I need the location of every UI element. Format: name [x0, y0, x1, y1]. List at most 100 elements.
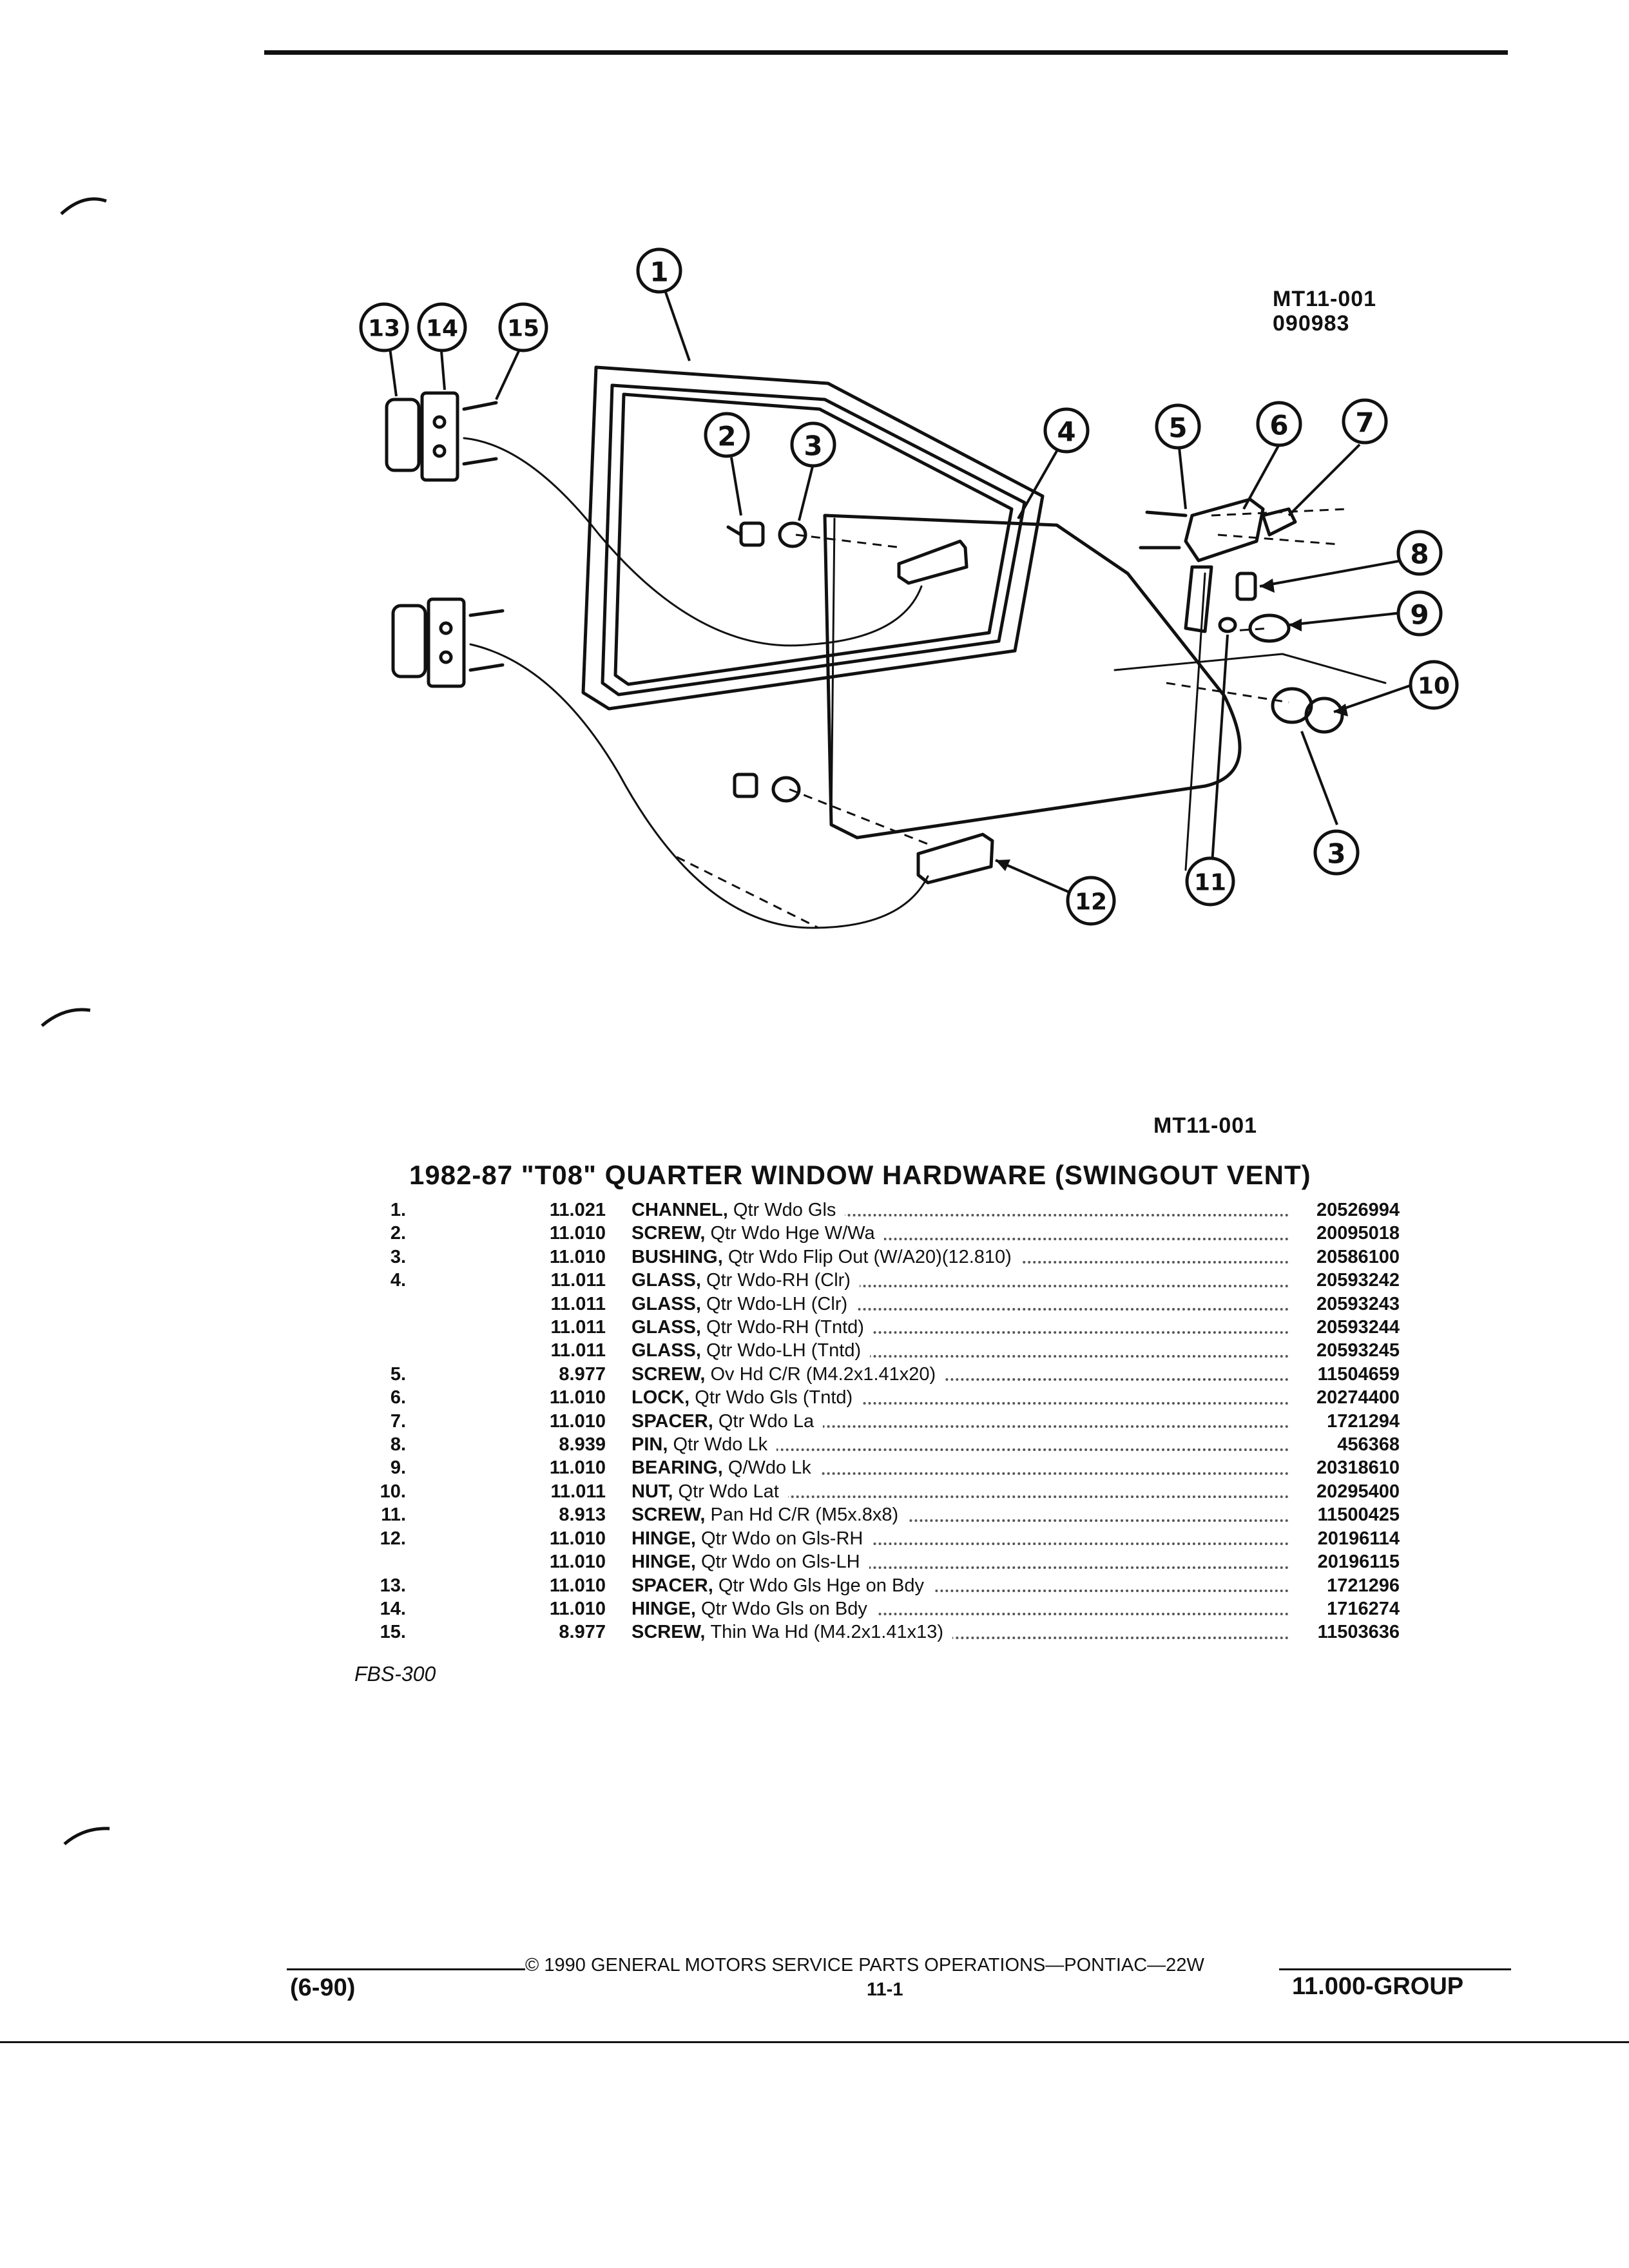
- group-number: 11.011: [550, 1481, 606, 1502]
- part-name: BEARING,: [631, 1457, 723, 1479]
- part-description: GLASS, Qtr Wdo-LH (Tntd): [631, 1339, 1289, 1362]
- group-label: 11.000-GROUP: [1292, 1973, 1464, 2000]
- group-number: 11.011: [550, 1270, 606, 1291]
- binder-marks: [41, 197, 110, 1845]
- callout-6-circle: [1256, 401, 1302, 447]
- description-text: PIN, Qtr Wdo Lk: [631, 1434, 777, 1456]
- part-name: LOCK,: [631, 1387, 690, 1408]
- description-text: GLASS, Qtr Wdo-LH (Clr): [631, 1293, 857, 1314]
- group-number: 11.010: [549, 1598, 606, 1619]
- hinge-on-glass-lower: [916, 832, 994, 885]
- description-text: SCREW, Qtr Wdo Hge W/Wa: [631, 1223, 884, 1244]
- group-number: 11.010: [549, 1387, 606, 1408]
- part-detail: Qtr Wdo Gls (Tntd): [695, 1387, 853, 1408]
- leader-dots: [631, 1354, 1289, 1358]
- item-number: 3.: [390, 1246, 406, 1267]
- part-name: PIN,: [631, 1434, 668, 1456]
- part-detail: Thin Wa Hd (M4.2x1.41x13): [710, 1622, 944, 1643]
- part-detail: Qtr Wdo Gls on Bdy: [700, 1598, 867, 1619]
- group-number: 11.010: [549, 1528, 606, 1549]
- callout-6: 6: [1269, 410, 1288, 441]
- callout-8: 8: [1410, 539, 1429, 570]
- description-text: SCREW, Ov Hd C/R (M4.2x1.41x20): [631, 1363, 945, 1385]
- item-number: 1.: [390, 1200, 406, 1220]
- part-number: 20593245: [1316, 1340, 1400, 1361]
- part-number: 20196115: [1317, 1552, 1400, 1573]
- callout-15: 15: [507, 316, 539, 342]
- part-name: HINGE,: [631, 1598, 696, 1619]
- callout-14: 14: [426, 316, 458, 342]
- part-detail: Qtr Wdo Gls Hge on Bdy: [718, 1575, 924, 1596]
- item-number: 2.: [390, 1223, 406, 1244]
- part-number: 20295400: [1316, 1481, 1400, 1502]
- callout-10: 10: [1418, 673, 1450, 700]
- item-number: 9.: [390, 1457, 406, 1479]
- group-number: 8.913: [559, 1504, 606, 1526]
- group-number: 11.011: [550, 1293, 606, 1314]
- part-detail: Qtr Wdo-LH (Tntd): [706, 1340, 862, 1361]
- part-number: 20586100: [1316, 1246, 1400, 1267]
- group-number: 11.010: [549, 1575, 606, 1596]
- part-description: SPACER, Qtr Wdo La: [631, 1410, 1289, 1433]
- description-text: HINGE, Qtr Wdo Gls on Bdy: [631, 1598, 876, 1619]
- description-text: SCREW, Pan Hd C/R (M5x.8x8): [631, 1504, 908, 1526]
- part-description: SCREW, Pan Hd C/R (M5x.8x8): [631, 1503, 1289, 1526]
- part-number: 20593242: [1316, 1270, 1400, 1291]
- bottom-rule: [0, 2041, 1629, 2043]
- item-number: 12.: [380, 1528, 406, 1549]
- description-text: SPACER, Qtr Wdo La: [631, 1410, 824, 1432]
- part-number: 1721296: [1327, 1575, 1400, 1596]
- footer-rule-left: [287, 1968, 525, 1970]
- part-name: SCREW,: [631, 1504, 706, 1526]
- leader-dots: [631, 1378, 1289, 1381]
- part-detail: Q/Wdo Lk: [728, 1457, 811, 1479]
- item-number: 7.: [390, 1410, 406, 1432]
- callout-12: 12: [1075, 889, 1107, 916]
- callout-2-circle: [704, 412, 750, 458]
- footer-rule-right: [1279, 1968, 1511, 1970]
- part-number: 456368: [1337, 1434, 1400, 1456]
- part-number: 1716274: [1327, 1598, 1400, 1619]
- item-number: 11.: [381, 1504, 406, 1526]
- part-description: GLASS, Qtr Wdo-LH (Clr): [631, 1293, 1289, 1316]
- part-number: 20526994: [1316, 1200, 1400, 1220]
- callout-7-circle: [1342, 398, 1388, 445]
- description-text: SPACER, Qtr Wdo Gls Hge on Bdy: [631, 1575, 933, 1596]
- part-description: BEARING, Q/Wdo Lk: [631, 1456, 1289, 1479]
- part-detail: Qtr Wdo La: [718, 1410, 815, 1432]
- copyright-line: © 1990 GENERAL MOTORS SERVICE PARTS OPER…: [525, 1955, 1204, 1975]
- part-name: GLASS,: [631, 1293, 701, 1314]
- callout-3: 3: [804, 430, 822, 462]
- description-text: NUT, Qtr Wdo Lat: [631, 1481, 788, 1502]
- group-number: 8.939: [559, 1434, 606, 1456]
- part-detail: Qtr Wdo Flip Out (W/A20)(12.810): [728, 1246, 1012, 1267]
- part-number: 11503636: [1317, 1622, 1400, 1643]
- part-description: SCREW, Thin Wa Hd (M4.2x1.41x13): [631, 1620, 1289, 1644]
- item-number: [351, 1316, 406, 1339]
- leader-dots: [631, 1472, 1289, 1475]
- callout-11: 11: [1194, 870, 1226, 896]
- callout-5-circle: [1155, 403, 1201, 450]
- part-detail: Qtr Wdo Hge W/Wa: [710, 1223, 875, 1244]
- part-number: 11500425: [1317, 1504, 1400, 1526]
- description-text: GLASS, Qtr Wdo-RH (Clr): [631, 1270, 860, 1291]
- drawing-date: 090983: [1273, 311, 1350, 336]
- item-number: 8.: [390, 1434, 406, 1456]
- description-text: HINGE, Qtr Wdo on Gls-RH: [631, 1528, 872, 1549]
- description-text: CHANNEL, Qtr Wdo Gls: [631, 1200, 845, 1220]
- part-name: GLASS,: [631, 1317, 701, 1338]
- callout-3-circle: [790, 421, 836, 468]
- callout-8-circle: [1396, 530, 1443, 576]
- part-description: HINGE, Qtr Wdo on Gls-LH: [631, 1550, 1289, 1573]
